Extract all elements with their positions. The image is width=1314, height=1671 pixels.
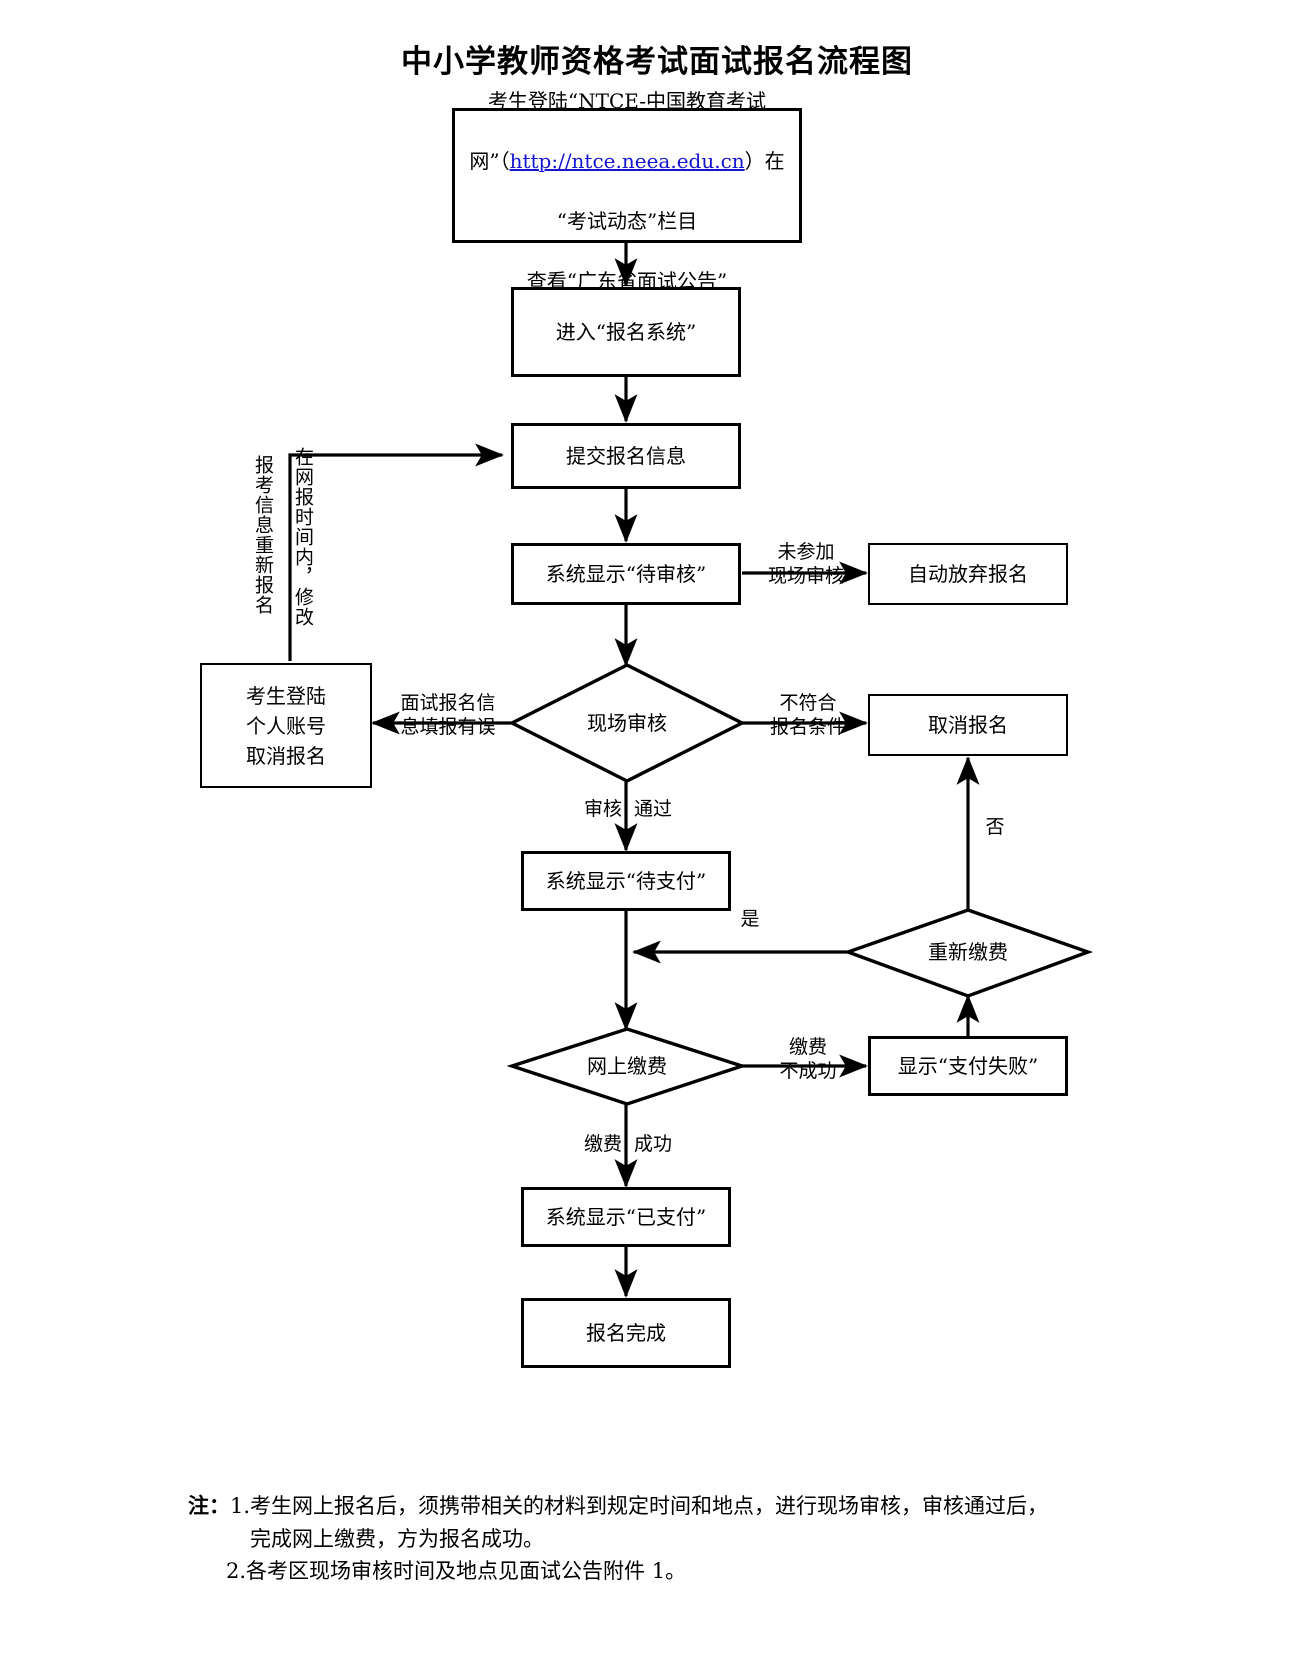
notes-item-2-number: 2. bbox=[226, 1559, 247, 1584]
page-title: 中小学教师资格考试面试报名流程图 bbox=[401, 44, 913, 80]
edge-label-success: 成功 bbox=[634, 1133, 673, 1155]
node-status-paid: 系统显示“已支付” bbox=[521, 1187, 731, 1247]
node-login-ntce: 考生登陆“NTCE-中国教育考试 网”（http://ntce.neea.edu… bbox=[452, 89, 802, 293]
decision-repay bbox=[842, 908, 1094, 998]
node-login-line2-pre: 网”（ bbox=[469, 148, 510, 173]
node-payment-failed-label: 显示“支付失败” bbox=[897, 1053, 1039, 1078]
notes-line-3: 2.各考区现场审核时间及地点见面试公告附件 1。 bbox=[188, 1555, 1228, 1588]
edge-label-no: 否 bbox=[985, 816, 1005, 838]
node-cancel-registration-label: 取消报名 bbox=[928, 712, 1008, 737]
edge-label-review: 审核 bbox=[583, 798, 622, 820]
node-status-pending-review-label: 系统显示“待审核” bbox=[545, 561, 707, 586]
node-online-payment-label: 网上缴费 bbox=[587, 1053, 667, 1078]
node-submit-info-label: 提交报名信息 bbox=[566, 443, 686, 468]
decision-online-payment bbox=[506, 1027, 748, 1106]
edge-label-no-onsite-review: 未参加 现场审核 bbox=[767, 541, 844, 587]
ntce-url-link[interactable]: http://ntce.neea.edu.cn bbox=[509, 148, 745, 173]
node-login-line1: 考生登陆“NTCE-中国教育考试 bbox=[487, 88, 767, 113]
edge-label-payment-unsuccessful: 缴费 不成功 bbox=[779, 1036, 837, 1082]
edge-label-info-error: 面试报名信 息填报有误 bbox=[400, 692, 496, 738]
node-cancel-registration: 取消报名 bbox=[868, 694, 1068, 756]
node-status-pending-payment: 系统显示“待支付” bbox=[521, 851, 731, 911]
vertical-label-reregister: 报考信息重新报名 bbox=[251, 455, 274, 615]
node-enter-registration-system-label: 进入“报名系统” bbox=[555, 319, 697, 344]
decision-onsite-review bbox=[508, 663, 746, 783]
node-status-pending-payment-label: 系统显示“待支付” bbox=[545, 868, 707, 893]
notes-label: 注： bbox=[188, 1493, 230, 1518]
node-registration-complete-label: 报名完成 bbox=[586, 1320, 666, 1345]
edge-label-yes: 是 bbox=[740, 908, 760, 930]
node-login-line2-post: ）在 bbox=[744, 148, 785, 173]
notes-item-1-line1: 考生网上报名后，须携带相关的材料到规定时间和地点，进行现场审核，审核通过后， bbox=[250, 1494, 1049, 1518]
node-online-payment-label-wrap: 网上缴费 bbox=[552, 1044, 702, 1088]
notes-line-1: 注：1.考生网上报名后，须携带相关的材料到规定时间和地点，进行现场审核，审核通过… bbox=[188, 1490, 1228, 1523]
node-repay-label: 重新缴费 bbox=[928, 939, 1008, 964]
node-onsite-review-label-wrap: 现场审核 bbox=[542, 698, 712, 748]
notes-item-1-number: 1. bbox=[230, 1494, 251, 1518]
node-status-paid-label: 系统显示“已支付” bbox=[545, 1204, 707, 1229]
notes-item-1-line2: 完成网上缴费，方为报名成功。 bbox=[250, 1526, 544, 1551]
edge-label-payment: 缴费 bbox=[583, 1133, 622, 1155]
node-registration-complete: 报名完成 bbox=[521, 1298, 731, 1368]
node-status-pending-review: 系统显示“待审核” bbox=[511, 543, 741, 605]
node-enter-registration-system: 进入“报名系统” bbox=[511, 287, 741, 377]
node-login-line3: “考试动态”栏目 bbox=[556, 208, 698, 233]
node-submit-info: 提交报名信息 bbox=[511, 423, 741, 489]
node-repay-label-wrap: 重新缴费 bbox=[898, 930, 1038, 974]
node-auto-forfeit: 自动放弃报名 bbox=[868, 543, 1068, 605]
node-auto-forfeit-label: 自动放弃报名 bbox=[908, 561, 1028, 586]
notes-block: 注：1.考生网上报名后，须携带相关的材料到规定时间和地点，进行现场审核，审核通过… bbox=[188, 1490, 1228, 1588]
vertical-label-modify-in-window: 在网报时间内，修改 bbox=[291, 447, 314, 627]
notes-line-2: 完成网上缴费，方为报名成功。 bbox=[188, 1523, 1228, 1556]
edge-label-passed: 通过 bbox=[634, 798, 673, 820]
node-cancel-via-account: 考生登陆 个人账号 取消报名 bbox=[200, 663, 372, 788]
edge-label-not-qualified: 不符合 报名条件 bbox=[769, 692, 846, 738]
notes-item-2-line1: 各考区现场审核时间及地点见面试公告附件 1。 bbox=[246, 1559, 687, 1584]
node-cancel-via-account-label: 考生登陆 个人账号 取消报名 bbox=[246, 683, 326, 768]
node-onsite-review-label: 现场审核 bbox=[587, 710, 667, 735]
node-payment-failed: 显示“支付失败” bbox=[868, 1036, 1068, 1096]
